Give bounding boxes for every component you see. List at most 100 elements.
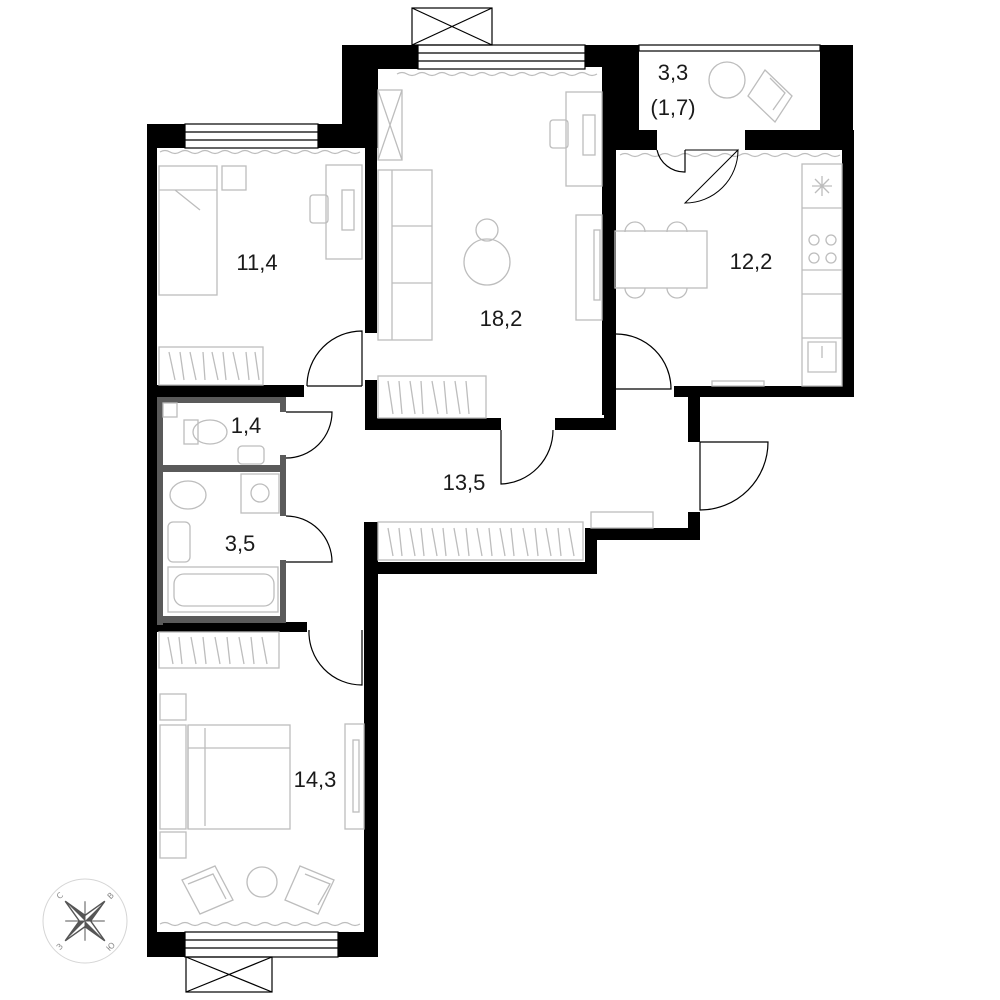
bathroom-partitions [157, 397, 286, 625]
door-bedroom-2 [308, 629, 363, 686]
kitchen-radiator [711, 380, 765, 387]
compass-north: С [55, 890, 66, 901]
partition-segment [280, 472, 286, 516]
wall-segment [604, 334, 616, 418]
window-bedroom-1 [184, 123, 319, 149]
sink-icon [807, 341, 837, 373]
washing-machine [240, 473, 280, 514]
vent-box-top [411, 7, 493, 46]
tank-toilet [183, 419, 199, 445]
wall-segment [364, 522, 378, 574]
wall-segment [147, 622, 307, 632]
door-bathroom [285, 515, 333, 563]
area-living-room: 18,2 [480, 306, 523, 331]
area-balcony: 3,3 [658, 60, 689, 85]
wardrobe-living [377, 375, 487, 419]
monitor [341, 189, 355, 231]
compass-west: З [55, 942, 65, 952]
bathtub-inner [173, 573, 275, 607]
windows [184, 7, 821, 993]
area-hallway: 13,5 [443, 470, 486, 495]
area-bathroom: 3,5 [225, 531, 256, 556]
partition-segment [280, 560, 286, 623]
partition-segment [157, 397, 285, 403]
walls [147, 45, 854, 957]
wall-segment [615, 130, 657, 150]
partition-segment [157, 397, 163, 625]
shoe-cabinet [590, 511, 654, 529]
armchair-right [284, 865, 335, 915]
door-entrance [699, 441, 769, 511]
tv-stand [575, 214, 603, 321]
tv [593, 229, 601, 301]
door-balcony-right [683, 148, 739, 204]
wall-segment [338, 932, 378, 957]
wardrobe-2-hangers [167, 636, 268, 665]
stool [475, 218, 499, 242]
shaft [162, 402, 178, 418]
table-round [463, 238, 511, 286]
door-balcony-left [656, 149, 686, 173]
chair [309, 194, 329, 224]
wall-segment [376, 562, 597, 574]
wall-segment [674, 386, 854, 397]
nightstand-bottom [159, 831, 187, 859]
area-bedroom-2: 14,3 [294, 767, 337, 792]
double-bed [187, 724, 291, 830]
sofa [377, 169, 433, 341]
curtain-kitchen [619, 152, 841, 158]
balcony-armchair [747, 68, 793, 124]
window-balcony [638, 44, 821, 52]
bathtub [167, 566, 279, 613]
fridge-icon [812, 176, 832, 196]
chair-living [549, 119, 569, 149]
wall-segment [147, 385, 304, 397]
wall-segment [365, 418, 501, 430]
curtain-living-room [396, 71, 598, 77]
hallway-wardrobe [377, 521, 584, 561]
curtain-bedroom-2 [159, 921, 361, 927]
wardrobe-1 [158, 346, 264, 386]
toilet-bowl [192, 419, 228, 445]
monitor-living [582, 114, 596, 156]
compass-rose: С В Ю З [42, 878, 128, 964]
bed-pillow [159, 189, 217, 211]
double-bed-pillows [187, 725, 290, 829]
area-toilet: 1,4 [231, 413, 262, 438]
area-balcony-reduced: (1,7) [650, 95, 695, 120]
tv-stand-bedroom [344, 723, 365, 830]
compass-south: Ю [105, 940, 118, 953]
door-toilet [285, 411, 333, 459]
wall-segment [147, 932, 185, 957]
wall-segment [364, 562, 378, 957]
tv-bedroom [352, 739, 360, 813]
wardrobe-2 [158, 631, 280, 669]
wall-segment [602, 45, 616, 415]
dining-chairs [624, 221, 688, 299]
nightstand-top [159, 693, 187, 721]
coffee-table [246, 866, 278, 898]
wall-segment [688, 386, 700, 442]
nightstand [221, 165, 247, 191]
compass-diagonal-icon [65, 901, 105, 941]
bathroom-toilet [169, 480, 207, 510]
area-bedroom-1: 11,4 [236, 250, 277, 275]
side-cabinet-left [159, 724, 187, 830]
wall-segment [147, 124, 157, 389]
wall-segment [342, 45, 378, 147]
vent-box-bottom [185, 956, 273, 993]
toilet-sink [237, 445, 265, 465]
wall-segment [365, 380, 377, 430]
window-bedroom-2 [184, 931, 339, 958]
doors [285, 148, 769, 686]
sofa-cushions [391, 170, 432, 340]
wall-segment [147, 397, 157, 957]
shelf-tall [377, 89, 403, 161]
door-kitchen [615, 333, 672, 390]
door-bedroom-1 [306, 330, 363, 387]
partition-segment [280, 455, 286, 472]
furniture [158, 61, 843, 915]
hallway-wardrobe-hangers [387, 527, 575, 557]
wardrobe-1-hangers [168, 351, 260, 381]
